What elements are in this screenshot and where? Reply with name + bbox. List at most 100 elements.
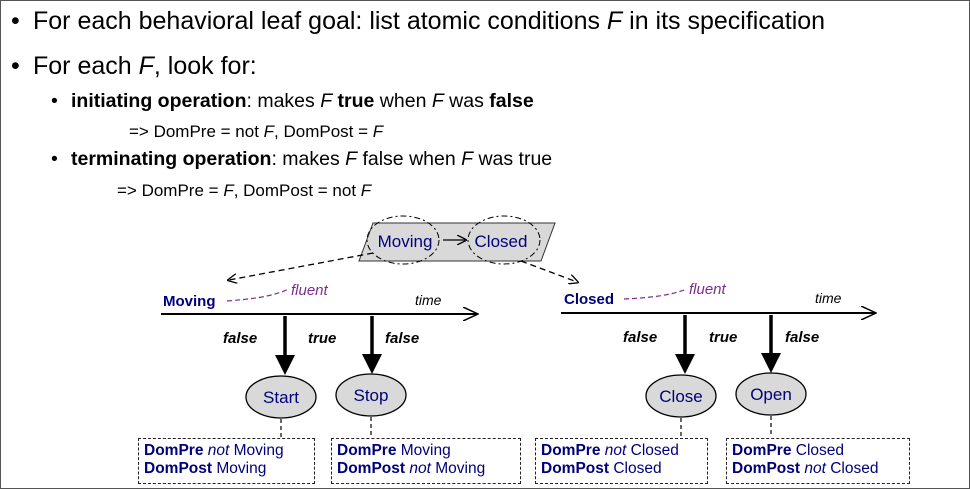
dompre-keyword: DomPre (144, 442, 204, 459)
not-keyword: not (207, 442, 230, 459)
right-time-label: time (815, 290, 842, 306)
f: F (360, 181, 372, 200)
text: , DomPost = not (233, 181, 361, 200)
bullet-dot: • (11, 52, 20, 80)
op-stop-label: Stop (354, 386, 389, 405)
text: was true (473, 148, 553, 170)
condition-line-pre: DomPre Moving (337, 442, 515, 460)
right-truth-3: false (785, 329, 819, 346)
f: F (320, 90, 333, 112)
condition-line-pre: DomPre not Closed (541, 442, 702, 460)
bullet-dot: • (11, 7, 20, 35)
condition-value: Closed (613, 460, 662, 477)
left-event-arrowhead-2 (362, 354, 382, 374)
state-ellipse-left (366, 215, 440, 265)
f: F (372, 122, 384, 141)
initiating-result: => DomPre = not F, DomPost = F (129, 122, 383, 142)
op-close-ellipse (645, 374, 717, 418)
condition-value: Moving (216, 460, 267, 477)
condition-line-post: DomPost not Closed (732, 460, 904, 478)
right-fluent-tag: fluent (689, 281, 727, 298)
bullet-2-text: For each (33, 52, 139, 80)
condition-line-pre: DomPre Closed (732, 442, 904, 460)
right-truth-1: false (623, 329, 657, 346)
left-fluent-connector (226, 288, 290, 302)
op-start-ellipse (245, 375, 317, 419)
bullet-dot: • (51, 148, 58, 170)
condition-value: Closed (830, 460, 879, 477)
condition-value: Moving (435, 460, 486, 477)
not-keyword: not (604, 442, 627, 459)
condition-value: Moving (400, 442, 451, 459)
state-ellipse-right (467, 215, 541, 265)
condition-line-post: DomPost not Moving (337, 460, 515, 478)
condition-line-pre: DomPre not Moving (144, 442, 309, 460)
condition-value: Moving (233, 442, 284, 459)
dompost-keyword: DomPost (541, 460, 610, 477)
f: F (461, 148, 474, 170)
right-truth-2: true (709, 329, 737, 346)
dompre-keyword: DomPre (732, 442, 792, 459)
right-event-arrowhead-1 (675, 354, 695, 374)
not-keyword: not (804, 460, 826, 477)
op-close-label: Close (659, 387, 702, 406)
dompre-keyword: DomPre (541, 442, 601, 459)
condition-box-start: DomPre not Moving DomPost Moving (138, 438, 315, 484)
sub-bullet-initiating: • initiating operation: makes F true when… (51, 90, 534, 113)
left-fluent-tag: fluent (291, 282, 329, 299)
keyword-true: true (337, 90, 375, 112)
left-event-arrowhead-1 (275, 355, 295, 375)
text: false when (357, 148, 462, 170)
text: => DomPre = (117, 181, 224, 200)
op-open-label: Open (750, 385, 792, 404)
left-truth-3: false (385, 330, 419, 347)
bullet-2-f: F (138, 52, 154, 80)
terminating-term: terminating operation (71, 148, 272, 170)
bullet-1-suffix: in its specification (622, 7, 826, 35)
bullet-2: • For each F, look for: (11, 52, 257, 81)
dompre-keyword: DomPre (337, 442, 397, 459)
condition-value: Closed (795, 442, 844, 459)
sub-bullet-terminating: • terminating operation: makes F false wh… (51, 148, 552, 171)
text: : makes (246, 90, 321, 112)
state-closed-label: Closed (475, 232, 528, 251)
right-fluent-name: Closed (564, 291, 614, 308)
op-start-label: Start (263, 388, 299, 407)
arrow-to-right-timeline (520, 260, 577, 282)
condition-line-post: DomPost Moving (144, 460, 309, 478)
text: , DomPost = (274, 122, 373, 141)
dompost-keyword: DomPost (337, 460, 406, 477)
condition-line-post: DomPost Closed (541, 460, 702, 478)
right-event-arrowhead-2 (761, 353, 781, 373)
text: was (443, 90, 490, 112)
state-moving-label: Moving (378, 232, 433, 251)
f: F (345, 148, 358, 170)
right-fluent-connector (623, 288, 688, 300)
bullet-dot: • (51, 90, 58, 112)
left-truth-2: true (308, 330, 336, 347)
left-truth-1: false (223, 330, 257, 347)
text: : makes (271, 148, 346, 170)
text: => DomPre = not (129, 122, 264, 141)
condition-value: Closed (630, 442, 679, 459)
keyword-false: false (489, 90, 534, 112)
f: F (263, 122, 275, 141)
bullet-1-f: F (606, 7, 623, 35)
left-time-label: time (415, 292, 442, 308)
not-keyword: not (409, 460, 431, 477)
f: F (223, 181, 234, 200)
arrow-to-left-timeline (229, 252, 374, 280)
bullet-1: • For each behavioral leaf goal: list ato… (11, 7, 825, 36)
op-stop-ellipse (335, 373, 407, 417)
condition-box-close: DomPre not Closed DomPost Closed (535, 438, 708, 484)
initiating-term: initiating operation (71, 90, 247, 112)
dompost-keyword: DomPost (732, 460, 801, 477)
condition-box-stop: DomPre Moving DomPost not Moving (331, 438, 521, 484)
dompost-keyword: DomPost (144, 460, 213, 477)
text: when (374, 90, 432, 112)
bullet-1-text: For each behavioral leaf goal: list atom… (33, 7, 607, 35)
terminating-result: => DomPre = F, DomPost = not F (117, 181, 371, 201)
bullet-2-suffix: , look for: (153, 52, 257, 80)
